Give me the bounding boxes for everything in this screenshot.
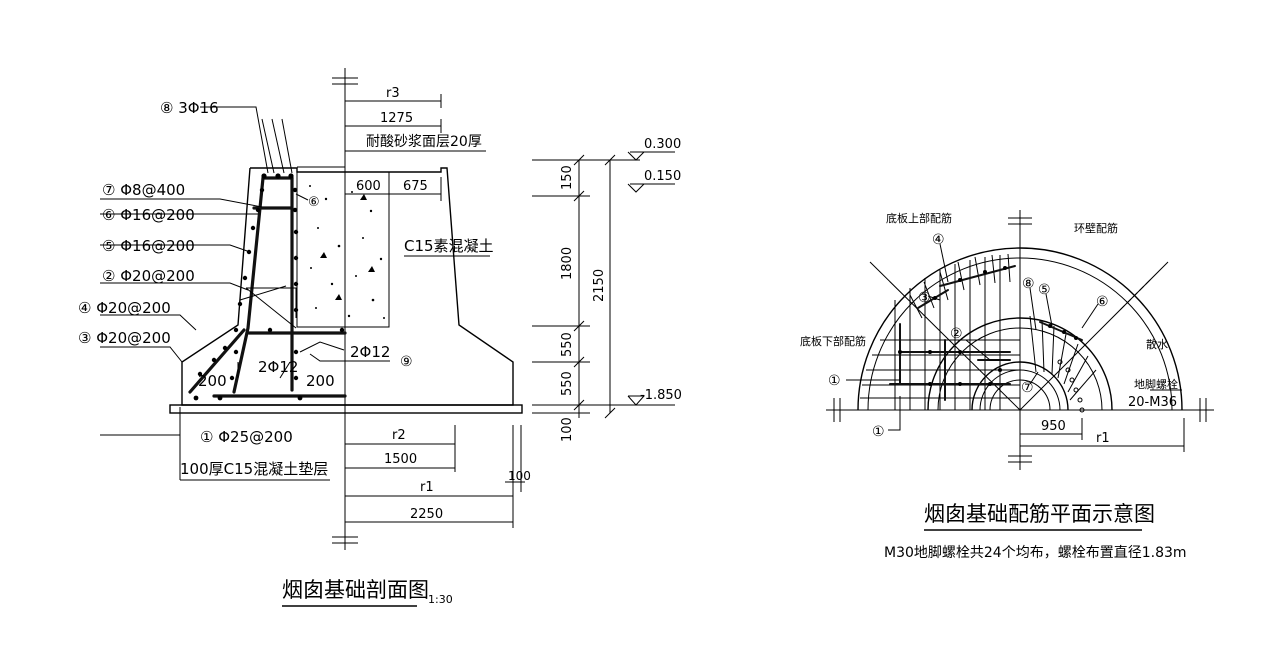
elev-0300: 0.300 (644, 137, 681, 152)
plan-mark-1a: ① (828, 373, 841, 389)
dim-v100: 100 (560, 417, 575, 442)
cushion-label: 100厚C15混凝土垫层 (180, 460, 328, 478)
rebar (188, 173, 347, 401)
plan-view: 950 r1 底板上部配筋 环壁配筋 底板下部配筋 散水 地脚螺栓 20-M36… (800, 210, 1214, 561)
callout-2: ② Φ20@200 (102, 267, 195, 285)
plan-mark-3: ③ (918, 290, 931, 306)
label-apron: 散水 (1146, 337, 1168, 351)
rebar-tie-diag (245, 287, 297, 329)
plan-leaders (846, 243, 1182, 431)
diag-right-dash (1119, 279, 1151, 311)
cushion-layer (169, 404, 523, 414)
plan-mark-7: ⑦ (1021, 380, 1034, 396)
arc-mid (927, 317, 1113, 411)
elev-0150: 0.150 (644, 169, 681, 184)
plan-mark-2: ② (950, 326, 963, 342)
mark-6: ⑥ (308, 195, 320, 210)
dim-v150: 150 (560, 165, 575, 190)
callout-4: ④ Φ20@200 (78, 299, 171, 317)
dim-2250: 2250 (410, 507, 443, 522)
arc-outer (857, 247, 1183, 411)
dim-1500: 1500 (384, 452, 417, 467)
section-title: 烟囱基础剖面图 (282, 578, 429, 602)
mark-9: ⑨ (400, 354, 413, 370)
callout-6: ⑥ Φ16@200 (102, 206, 195, 224)
dims-top (345, 94, 442, 201)
concrete-hatch (309, 185, 385, 319)
callout-8: ⑧ 3Φ16 (160, 99, 219, 117)
dim-675: 675 (403, 179, 428, 194)
callout-1: ① Φ25@200 (200, 428, 293, 446)
section-view: ⑧ 3Φ16 ⑦ Φ8@400 ⑥ Φ16@200 ⑤ Φ16@200 ② Φ2… (78, 68, 682, 607)
rebar-tie-diag2 (239, 285, 287, 301)
top-slab-bars (909, 253, 1016, 319)
label-2phi12-inner: 2Φ12 (258, 358, 298, 376)
lining-label: 耐酸砂浆面层20厚 (366, 134, 482, 150)
rebar-outer-wall (232, 176, 265, 394)
plan-title: 烟囱基础配筋平面示意图 (924, 502, 1155, 526)
plan-mark-4: ④ (932, 232, 945, 248)
plan-note: M30地脚螺栓共24个均布，螺栓布置直径1.83m (884, 544, 1187, 561)
dims-vertical (532, 154, 640, 419)
dim-1275: 1275 (380, 111, 413, 126)
concrete-label: C15素混凝土 (404, 237, 494, 255)
dim-v2150: 2150 (592, 269, 607, 302)
callout-3: ③ Φ20@200 (78, 329, 171, 347)
dim-v1800: 1800 (560, 247, 575, 280)
plan-mark-8: ⑧ (1022, 276, 1035, 292)
elevation-markers (627, 151, 675, 406)
foundation-outline (181, 167, 514, 406)
label-anchor: 地脚螺栓 (1134, 377, 1178, 391)
label-bottom-slab: 底板下部配筋 (800, 334, 866, 348)
dim-v550b: 550 (560, 371, 575, 396)
plan-dim-950: 950 (1041, 419, 1066, 434)
rebar-slope (188, 328, 246, 394)
ring-wall-bars (1029, 315, 1097, 413)
plan-dim-r1: r1 (1096, 431, 1110, 446)
label-ring-wall: 环壁配筋 (1074, 221, 1118, 235)
concrete-fill (296, 171, 390, 328)
plan-mark-1b: ① (872, 424, 885, 440)
dim-r3: r3 (386, 86, 400, 101)
label-top-slab: 底板上部配筋 (886, 211, 952, 225)
dim-200-left: 200 (198, 372, 227, 390)
label-anchor-spec: 20-M36 (1128, 395, 1177, 410)
leaders (100, 106, 390, 480)
arc-inner (971, 361, 1069, 411)
dim-100-bottom: 100 (508, 469, 531, 483)
dim-v550a: 550 (560, 332, 575, 357)
dims-bottom (345, 425, 525, 528)
plan-mark-5: ⑤ (1038, 282, 1051, 298)
label-2phi12-outer: 2Φ12 (350, 343, 390, 361)
rebar-tie (246, 287, 297, 318)
dim-r2: r2 (392, 428, 406, 443)
elev-1850: -1.850 (640, 388, 682, 403)
callout-5: ⑤ Φ16@200 (102, 237, 195, 255)
plan-mark-6: ⑥ (1096, 294, 1109, 310)
dim-200-right: 200 (306, 372, 335, 390)
callout-7: ⑦ Φ8@400 (102, 181, 185, 199)
dim-r1: r1 (420, 480, 434, 495)
dim-600: 600 (356, 179, 381, 194)
section-scale: 1:30 (428, 593, 453, 606)
